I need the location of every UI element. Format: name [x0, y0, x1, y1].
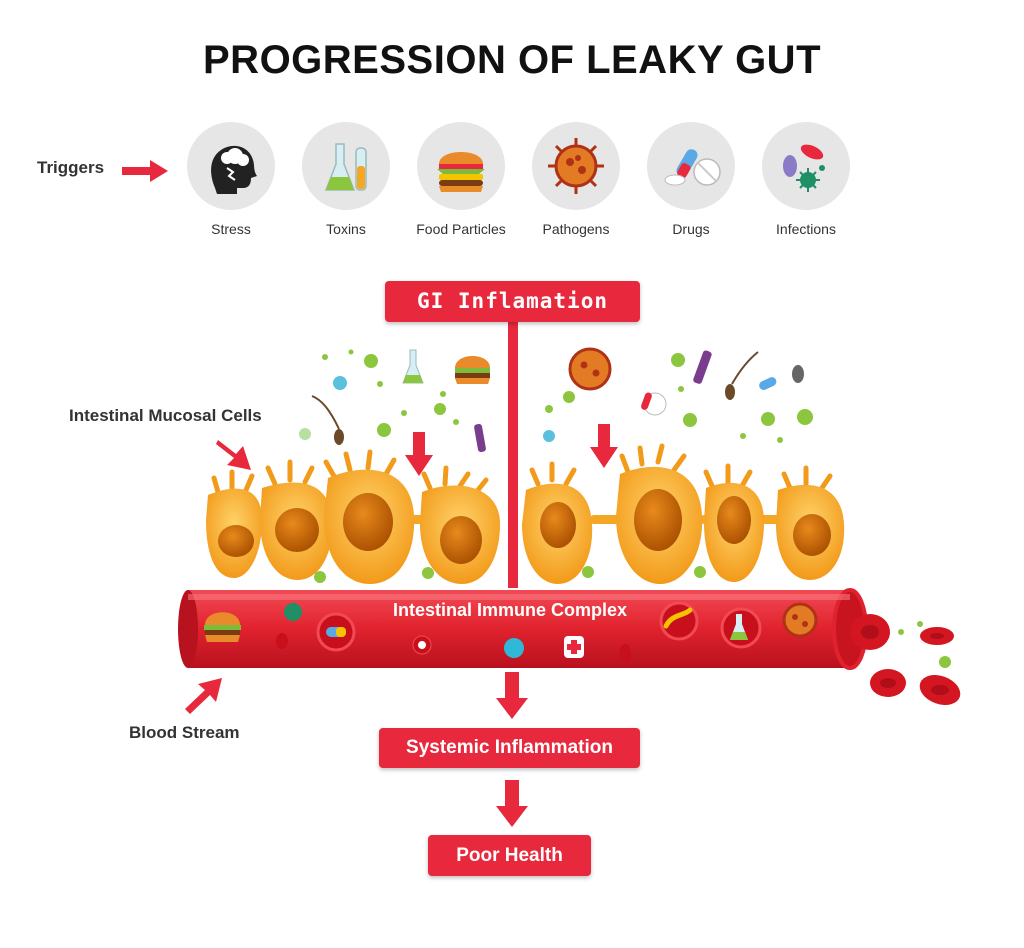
virus-icon: [532, 122, 620, 210]
trigger-pathogens: Pathogens: [526, 122, 626, 237]
trigger-label: Stress: [211, 221, 251, 237]
red-blood-cells: [850, 614, 961, 705]
head-stress-icon: [187, 122, 275, 210]
poor-health-box: Poor Health: [428, 835, 591, 876]
leak-arrow-right-icon: [590, 424, 618, 468]
mucosal-arrow-icon: [216, 440, 251, 470]
gi-connector: [508, 321, 518, 588]
trigger-food-particles: Food Particles: [411, 122, 511, 237]
vessel-contents: [204, 601, 818, 662]
trigger-stress: Stress: [181, 122, 281, 237]
mucosal-cells-label: Intestinal Mucosal Cells: [69, 406, 262, 425]
triggers-arrow-icon: [122, 160, 168, 182]
leak-arrow-left-icon: [405, 432, 433, 476]
burger-icon: [417, 122, 505, 210]
pills-icon: [647, 122, 735, 210]
trigger-infections: Infections: [756, 122, 856, 237]
bacteria-icon: [762, 122, 850, 210]
gi-inflammation-box: GI Inflamation: [385, 281, 640, 322]
trigger-label: Infections: [776, 221, 836, 237]
trigger-label: Food Particles: [416, 221, 506, 237]
triggers-label: Triggers: [37, 158, 105, 177]
trigger-label: Drugs: [672, 221, 710, 237]
down-arrow-2-icon: [496, 780, 528, 827]
immune-complex-label: Intestinal Immune Complex: [392, 600, 628, 620]
blood-stream-label: Blood Stream: [129, 723, 240, 742]
trigger-label: Pathogens: [542, 221, 610, 237]
trigger-toxins: Toxins: [296, 122, 396, 237]
systemic-inflammation-box: Systemic Inflammation: [379, 728, 640, 768]
debris-particles: [299, 347, 951, 668]
trigger-label: Toxins: [326, 221, 366, 237]
blood-stream-arrow-icon: [185, 678, 222, 714]
trigger-drugs: Drugs: [641, 122, 741, 237]
down-arrow-1-icon: [496, 672, 528, 719]
mucosal-cells: [206, 443, 845, 584]
page-title: PROGRESSION OF LEAKY GUT: [203, 38, 821, 82]
flask-toxins-icon: [302, 122, 390, 210]
